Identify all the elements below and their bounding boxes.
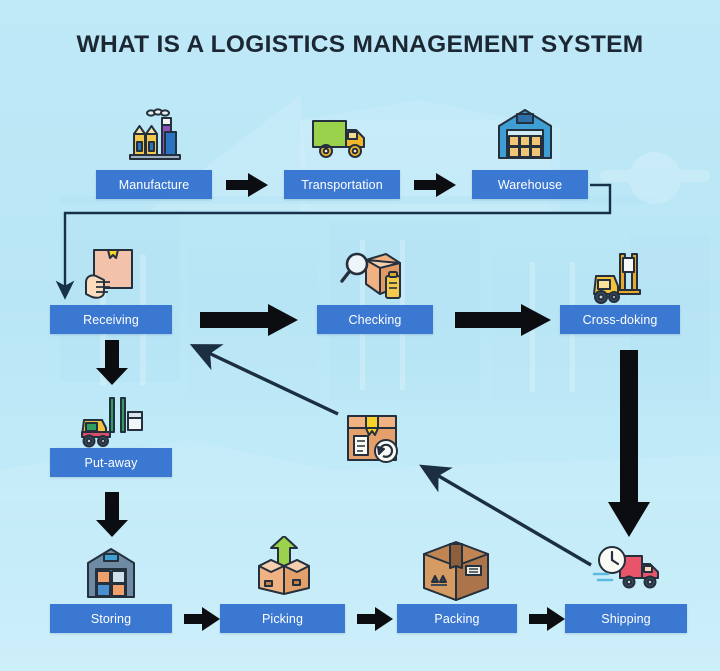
step-box-checking[interactable]: Checking xyxy=(317,305,433,334)
step-box-storing[interactable]: Storing xyxy=(50,604,172,633)
step-label-manufacture: Manufacture xyxy=(118,177,190,192)
step-box-manufacture[interactable]: Manufacture xyxy=(96,170,212,199)
sealed-carton-icon xyxy=(418,538,494,602)
arrow-right-checking-to-crossdoking xyxy=(455,303,553,337)
step-label-storing: Storing xyxy=(90,611,132,626)
delivery-truck-icon xyxy=(310,112,372,164)
warehouse-icon xyxy=(495,104,555,164)
step-label-receiving: Receiving xyxy=(83,312,139,327)
step-box-warehouse[interactable]: Warehouse xyxy=(472,170,588,199)
returns-box-icon xyxy=(344,410,404,468)
step-box-transportation[interactable]: Transportation xyxy=(284,170,400,199)
warehouse-to-receiving-connector xyxy=(55,183,612,300)
arrow-right-receiving-to-checking xyxy=(200,303,300,337)
step-label-packing: Packing xyxy=(434,611,480,626)
crossdoking-to-shipping-arrow xyxy=(607,350,651,538)
step-label-warehouse: Warehouse xyxy=(497,177,563,192)
step-label-checking: Checking xyxy=(348,312,402,327)
returns-to-receiving-arrow xyxy=(189,344,339,416)
magnifier-box-inspection-icon xyxy=(340,248,406,306)
step-box-shipping[interactable]: Shipping xyxy=(565,604,687,633)
step-label-shipping: Shipping xyxy=(601,611,651,626)
forklift-icon xyxy=(590,250,648,306)
page-title: WHAT IS A LOGISTICS MANAGEMENT SYSTEM xyxy=(76,31,644,58)
receiving-to-putaway-arrow xyxy=(95,340,129,386)
step-box-cross-doking[interactable]: Cross-doking xyxy=(560,305,680,334)
step-label-put-away: Put-away xyxy=(84,455,138,470)
arrow-right-transportation-to-warehouse xyxy=(414,172,458,198)
shipping-truck-clock-icon xyxy=(592,542,662,598)
step-box-put-away[interactable]: Put-away xyxy=(50,448,172,477)
hand-holding-box-icon xyxy=(80,246,142,306)
step-box-packing[interactable]: Packing xyxy=(397,604,517,633)
factory-icon xyxy=(124,100,188,164)
step-label-picking: Picking xyxy=(262,611,303,626)
open-box-up-arrow-icon xyxy=(253,536,315,602)
arrow-right-picking-to-packing xyxy=(357,606,395,632)
step-label-transportation: Transportation xyxy=(301,177,383,192)
step-box-receiving[interactable]: Receiving xyxy=(50,305,172,334)
arrow-right-packing-to-shipping xyxy=(529,606,567,632)
putaway-to-storing-arrow xyxy=(95,492,129,538)
storage-rack-icon xyxy=(82,545,140,601)
arrow-right-storing-to-picking xyxy=(184,606,222,632)
arrow-right-manufacture-to-transportation xyxy=(226,172,270,198)
forklift-pallet-icon xyxy=(78,396,146,450)
step-label-cross-doking: Cross-doking xyxy=(582,312,658,327)
step-box-picking[interactable]: Picking xyxy=(220,604,345,633)
